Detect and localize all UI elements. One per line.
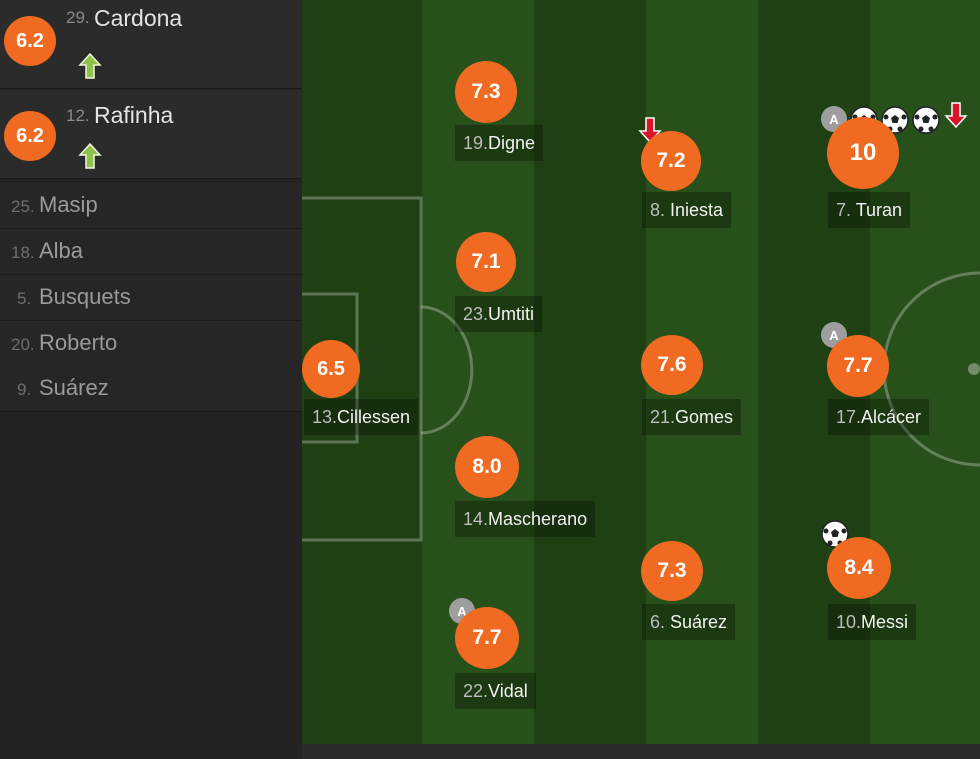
rating-badge-umtiti[interactable]: 7.1 <box>456 232 516 292</box>
player-name: Suárez <box>670 612 728 632</box>
bench-row-roberto[interactable]: 20. Roberto <box>0 321 302 367</box>
rating-badge-gomes[interactable]: 7.6 <box>641 335 703 395</box>
soccer-ball-icon <box>881 106 909 134</box>
player-number: 14. <box>463 509 489 529</box>
arrow-up-icon <box>78 142 102 169</box>
player-name: Masip <box>39 192 98 217</box>
substitute-row-cardona[interactable]: 6.2 29. Cardona <box>0 0 302 89</box>
pitch-stripe <box>534 0 646 744</box>
player-number: 7. <box>836 200 856 220</box>
player-name: Digne <box>488 133 536 153</box>
rating-badge-alcacer[interactable]: 7.7 <box>827 335 889 397</box>
player-number: 8. <box>650 200 671 220</box>
player-number: 21. <box>650 407 676 427</box>
player-name: Mascherano <box>488 509 588 529</box>
rating-badge-messi[interactable]: 8.4 <box>827 537 891 599</box>
player-name: Alcácer <box>861 407 922 427</box>
player-name: Umtiti <box>488 304 535 324</box>
player-label-gomes[interactable]: 21.Gomes <box>642 399 742 435</box>
rating-badge-mascherano[interactable]: 8.0 <box>455 436 519 498</box>
bench-row-masip[interactable]: 25. Masip <box>0 183 302 229</box>
bench-row-alba[interactable]: 18. Alba <box>0 229 302 275</box>
rating-badge-vidal[interactable]: 7.7 <box>455 607 519 669</box>
player-number: 29. <box>66 8 90 27</box>
substitute-row-rafinha[interactable]: 6.2 12. Rafinha <box>0 90 302 179</box>
player-number: 23. <box>463 304 489 324</box>
player-name: Gomes <box>675 407 734 427</box>
player-name: Rafinha <box>94 102 174 128</box>
rating-badge-turan[interactable]: 10 <box>827 117 899 189</box>
bench-row-busquets[interactable]: 5. Busquets <box>0 275 302 321</box>
player-label-umtiti[interactable]: 23.Umtiti <box>455 296 543 332</box>
player-name: Suárez <box>39 375 109 400</box>
pitch: 6.5 13.Cillessen 7.3 19.Digne 7.1 23.Umt… <box>302 0 980 744</box>
player-number: 25. <box>11 197 35 216</box>
player-label-iniesta[interactable]: 8. Iniesta <box>642 192 732 228</box>
player-name: Alba <box>39 238 84 263</box>
player-number: 10. <box>836 612 862 632</box>
arrow-up-icon <box>78 52 102 79</box>
rating-badge-suarez[interactable]: 7.3 <box>641 541 703 601</box>
player-name: Iniesta <box>670 200 724 220</box>
rating-badge-digne[interactable]: 7.3 <box>455 61 517 123</box>
player-name: Roberto <box>39 330 118 355</box>
player-label-messi[interactable]: 10.Messi <box>828 604 917 640</box>
player-label-vidal[interactable]: 22.Vidal <box>455 673 536 709</box>
rating-badge-iniesta[interactable]: 7.2 <box>641 131 701 191</box>
player-label-suarez[interactable]: 6. Suárez <box>642 604 736 640</box>
player-label-alcacer[interactable]: 17.Alcácer <box>828 399 930 435</box>
player-number: 18. <box>11 243 35 262</box>
bench-row-suarez[interactable]: 9. Suárez <box>0 366 302 412</box>
player-name: Vidal <box>488 681 528 701</box>
player-label-turan[interactable]: 7. Turan <box>828 192 911 228</box>
player-name: Turan <box>855 200 903 220</box>
player-name: Busquets <box>39 284 131 309</box>
substitutes-panel: 6.2 29. Cardona 6.2 12. Rafinha 25. Masi… <box>0 0 302 759</box>
player-label-digne[interactable]: 19.Digne <box>455 125 544 161</box>
player-label-mascherano[interactable]: 14.Mascherano <box>455 501 596 537</box>
rating-badge: 6.2 <box>4 16 56 66</box>
player-number: 9. <box>17 380 32 399</box>
bottom-bar <box>302 744 980 759</box>
arrow-down-icon <box>944 102 968 129</box>
player-number: 13. <box>312 407 338 427</box>
player-number: 5. <box>17 289 32 308</box>
player-name: Cillessen <box>337 407 411 427</box>
player-name: Messi <box>861 612 909 632</box>
player-number: 20. <box>11 335 35 354</box>
rating-badge: 6.2 <box>4 111 56 161</box>
player-number: 22. <box>463 681 489 701</box>
player-name: Cardona <box>94 5 183 31</box>
soccer-ball-icon <box>912 106 940 134</box>
rating-badge-cillessen[interactable]: 6.5 <box>302 340 360 398</box>
player-number: 17. <box>836 407 862 427</box>
player-number: 12. <box>66 106 90 125</box>
player-number: 19. <box>463 133 489 153</box>
player-number: 6. <box>650 612 671 632</box>
player-label-cillessen[interactable]: 13.Cillessen <box>304 399 419 435</box>
